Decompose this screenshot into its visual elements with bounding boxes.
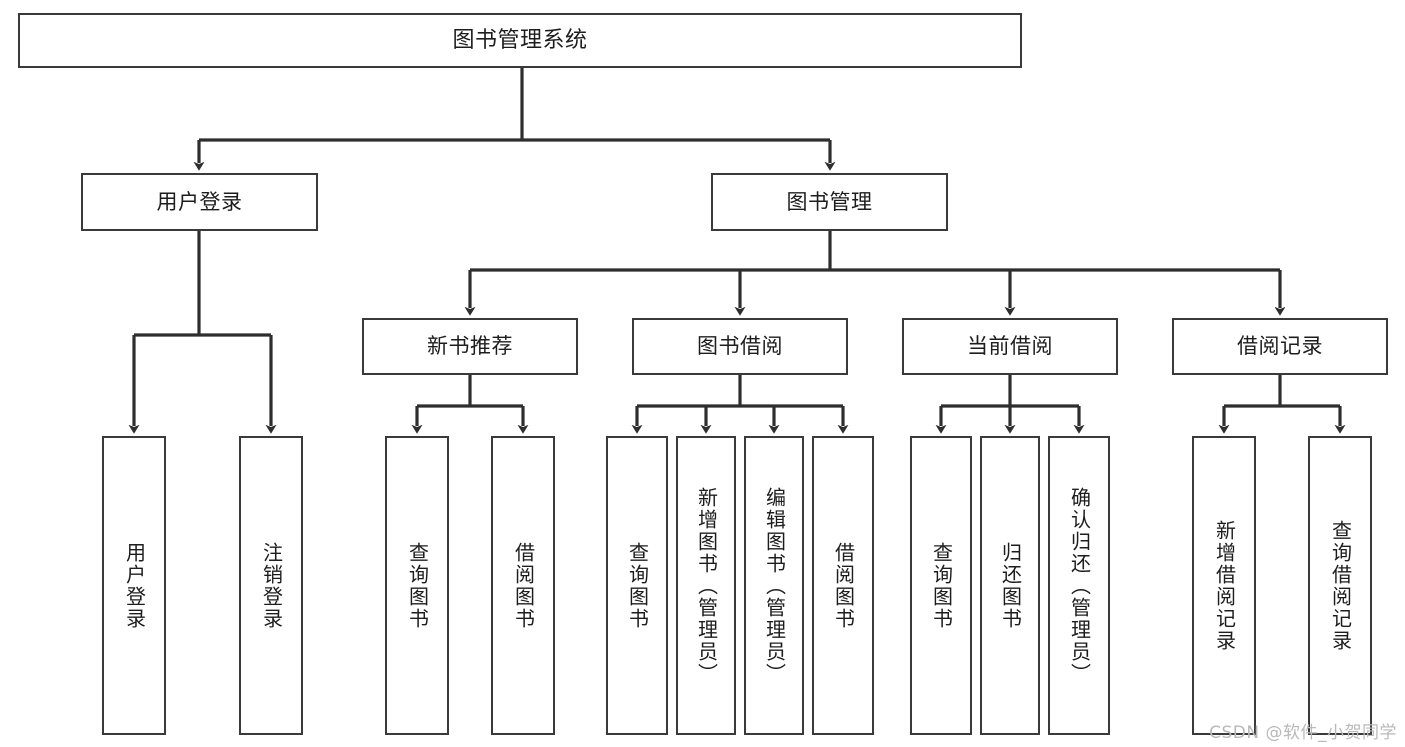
node-leaf-user-logout-label: 注销登录: [259, 541, 284, 630]
node-leaf-query-record[interactable]: 查询借阅记录: [1308, 436, 1372, 735]
node-book-manage[interactable]: 图书管理: [711, 173, 948, 231]
node-leaf-user-login-label: 用户登录: [122, 541, 147, 630]
node-current-borrow-label: 当前借阅: [967, 334, 1053, 359]
node-root[interactable]: 图书管理系统: [18, 13, 1022, 68]
node-book-borrow-label: 图书借阅: [697, 334, 783, 359]
node-leaf-query-book-3[interactable]: 查询图书: [910, 436, 972, 735]
node-leaf-borrow-book-1-label: 借阅图书: [511, 541, 536, 630]
node-borrow-record[interactable]: 借阅记录: [1172, 318, 1388, 375]
node-leaf-user-login[interactable]: 用户登录: [102, 436, 166, 735]
node-leaf-query-record-label: 查询借阅记录: [1328, 519, 1353, 652]
watermark: CSDN @软件_小贺同学: [1209, 723, 1397, 743]
node-root-label: 图书管理系统: [452, 27, 588, 53]
node-leaf-query-book-1[interactable]: 查询图书: [385, 436, 449, 735]
node-leaf-query-book-3-label: 查询图书: [929, 541, 954, 630]
node-user-login-label: 用户登录: [156, 189, 243, 214]
node-current-borrow[interactable]: 当前借阅: [902, 318, 1118, 375]
node-user-login[interactable]: 用户登录: [81, 173, 318, 231]
node-leaf-return-book-label: 归还图书: [998, 541, 1023, 630]
node-leaf-return-book[interactable]: 归还图书: [980, 436, 1040, 735]
node-leaf-borrow-book-2[interactable]: 借阅图书: [812, 436, 874, 735]
node-new-book-recommend-label: 新书推荐: [427, 334, 513, 359]
node-book-borrow[interactable]: 图书借阅: [632, 318, 848, 375]
node-leaf-confirm-return[interactable]: 确认归还（管理员）: [1048, 436, 1110, 735]
node-leaf-borrow-book-1[interactable]: 借阅图书: [491, 436, 555, 735]
node-leaf-add-book[interactable]: 新增图书（管理员）: [676, 436, 736, 735]
node-leaf-user-logout[interactable]: 注销登录: [239, 436, 303, 735]
node-leaf-edit-book[interactable]: 编辑图书（管理员）: [744, 436, 804, 735]
node-leaf-add-book-label: 新增图书（管理员）: [694, 486, 719, 685]
node-leaf-add-record[interactable]: 新增借阅记录: [1192, 436, 1256, 735]
node-leaf-query-book-2-label: 查询图书: [625, 541, 650, 630]
node-leaf-borrow-book-2-label: 借阅图书: [831, 541, 856, 630]
node-leaf-edit-book-label: 编辑图书（管理员）: [762, 486, 787, 685]
node-leaf-confirm-return-label: 确认归还（管理员）: [1067, 486, 1092, 685]
node-book-manage-label: 图书管理: [786, 189, 873, 214]
node-new-book-recommend[interactable]: 新书推荐: [362, 318, 578, 375]
node-leaf-add-record-label: 新增借阅记录: [1212, 519, 1237, 652]
node-leaf-query-book-2[interactable]: 查询图书: [606, 436, 668, 735]
node-leaf-query-book-1-label: 查询图书: [405, 541, 430, 630]
node-borrow-record-label: 借阅记录: [1237, 334, 1323, 359]
